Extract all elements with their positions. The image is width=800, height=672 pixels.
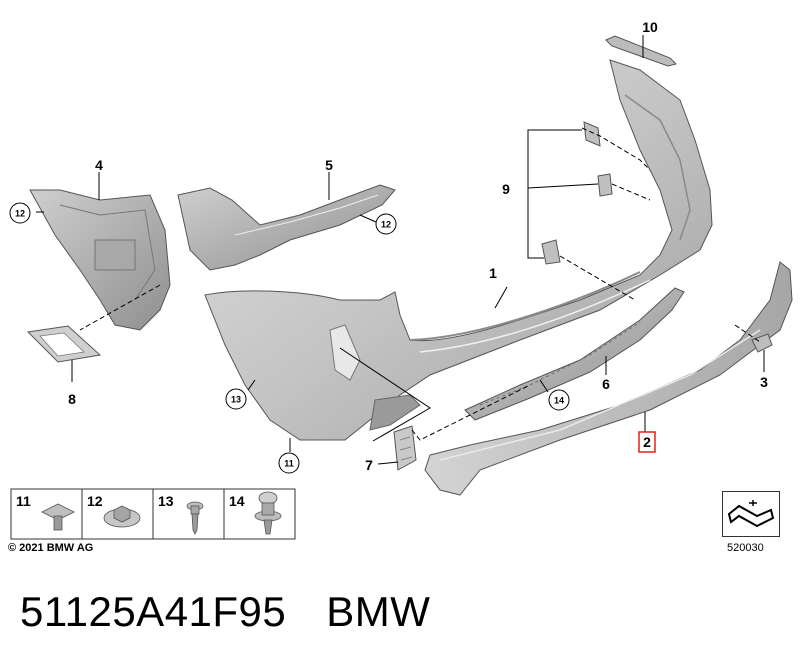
brand-name: BMW (326, 588, 431, 635)
circled-13: 13 (231, 395, 241, 405)
side-bumper-bracket (177, 184, 396, 271)
footer-caption: 51125A41F95 BMW (20, 588, 430, 636)
hardware-number-12: 12 (87, 493, 103, 509)
circled-14: 14 (554, 396, 564, 406)
trim-clips (541, 121, 613, 265)
expansion-rivet-icon (254, 491, 282, 535)
copyright-notice: © 2021 BMW AG (8, 542, 94, 554)
center-support-bracket (464, 287, 685, 421)
hardware-number-14: 14 (229, 493, 245, 509)
callout-5: 5 (325, 157, 333, 173)
hardware-number-11: 11 (16, 493, 31, 509)
circled-11: 11 (284, 459, 294, 469)
hex-nut-icon (103, 505, 141, 528)
circled-12-right: 12 (381, 220, 391, 230)
figure-number: 520030 (727, 542, 764, 554)
hardware-legend: 11 12 13 14 (10, 488, 296, 540)
callout-3: 3 (760, 374, 768, 390)
part-code: 51125A41F95 (20, 588, 287, 635)
mounting-clip (751, 333, 773, 353)
reflector-insert (393, 425, 417, 471)
callout-9: 9 (502, 181, 510, 197)
callout-4: 4 (95, 157, 103, 173)
parts-diagram: 1 2 3 4 5 6 7 8 9 10 12 12 13 11 14 11 1… (9, 19, 793, 540)
circled-labels: 12 12 13 11 14 (9, 202, 570, 474)
callout-7: 7 (365, 457, 373, 473)
rear-diffuser (424, 261, 793, 496)
left-bumper-bracket (29, 189, 171, 331)
highlight-box (638, 431, 656, 453)
top-trim-strip (605, 35, 677, 67)
callout-2: 2 (643, 434, 651, 450)
callout-labels: 1 2 3 4 5 6 7 8 9 10 (68, 19, 768, 473)
bumper-outline-icon (727, 500, 775, 528)
callout-8: 8 (68, 391, 76, 407)
spring-nut-icon (41, 503, 75, 531)
rear-bumper-panel (204, 59, 713, 441)
screw-icon (186, 501, 204, 535)
figure-thumbnail (722, 491, 780, 537)
leader-lines (36, 35, 765, 465)
circled-12-left: 12 (15, 209, 25, 219)
callout-1: 1 (489, 265, 497, 281)
callout-10: 10 (642, 19, 658, 35)
callout-6: 6 (602, 376, 610, 392)
hardware-number-13: 13 (158, 493, 174, 509)
reflector-frame (26, 325, 102, 363)
